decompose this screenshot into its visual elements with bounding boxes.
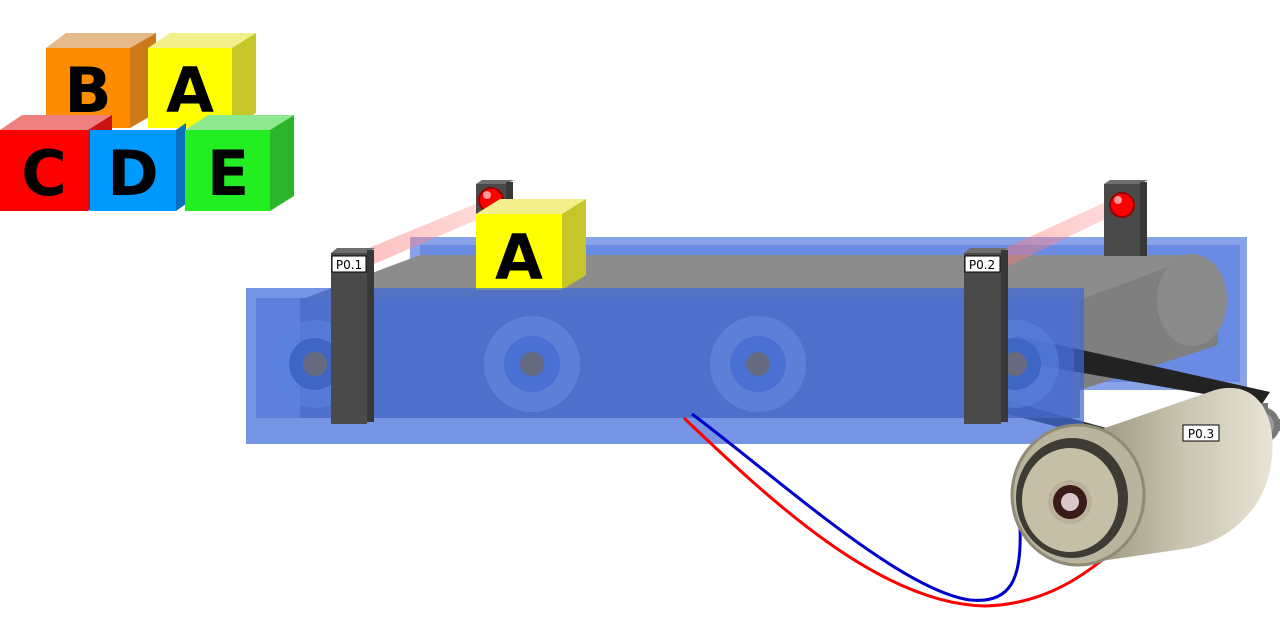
block-B-letter: B: [64, 54, 111, 127]
block-on-belt-face: [476, 214, 562, 290]
sensor-label-left: P0.1: [336, 258, 362, 272]
motor-label: P0.3: [1188, 427, 1214, 441]
sensor-post-left: P0.1: [331, 248, 375, 424]
light-beam-left: [352, 200, 495, 270]
block-C-face: [0, 130, 88, 211]
block-D: D: [90, 123, 186, 211]
block-B-face: [46, 48, 130, 128]
block-A-top-letter: A: [166, 54, 214, 127]
sensor-label-right-bg: [964, 255, 1001, 273]
emitter-post-right: [1104, 180, 1148, 256]
led-right: [1109, 192, 1135, 218]
block-E-face: [185, 130, 270, 211]
led-left-glint: [483, 191, 491, 199]
block-A-top-face: [148, 48, 232, 128]
block-D-face: [90, 130, 176, 211]
letter-block-stack: B A C D E: [0, 33, 294, 211]
light-beam-right: [990, 200, 1120, 270]
block-E: E: [185, 115, 294, 211]
block-A-top: A: [148, 33, 256, 128]
sensor-label-right: P0.2: [969, 258, 995, 272]
roller-3: [710, 316, 806, 412]
block-D-letter: D: [107, 137, 158, 210]
motor-label-bg: [1182, 424, 1220, 442]
motor: P0.3: [1010, 387, 1280, 567]
block-on-belt: A: [476, 199, 586, 294]
sensor-post-right: P0.2: [964, 248, 1008, 424]
led-right-glint: [1114, 196, 1122, 204]
conveyor-front-frame: [246, 288, 1084, 444]
block-on-belt-letter: A: [495, 221, 543, 294]
block-E-letter: E: [207, 137, 249, 210]
block-B: B: [46, 33, 156, 128]
wire-negative: [691, 412, 1022, 602]
wire-positive: [682, 416, 1131, 608]
roller-2: [484, 316, 580, 412]
sensor-label-left-bg: [331, 255, 367, 273]
block-C-letter: C: [21, 137, 67, 210]
